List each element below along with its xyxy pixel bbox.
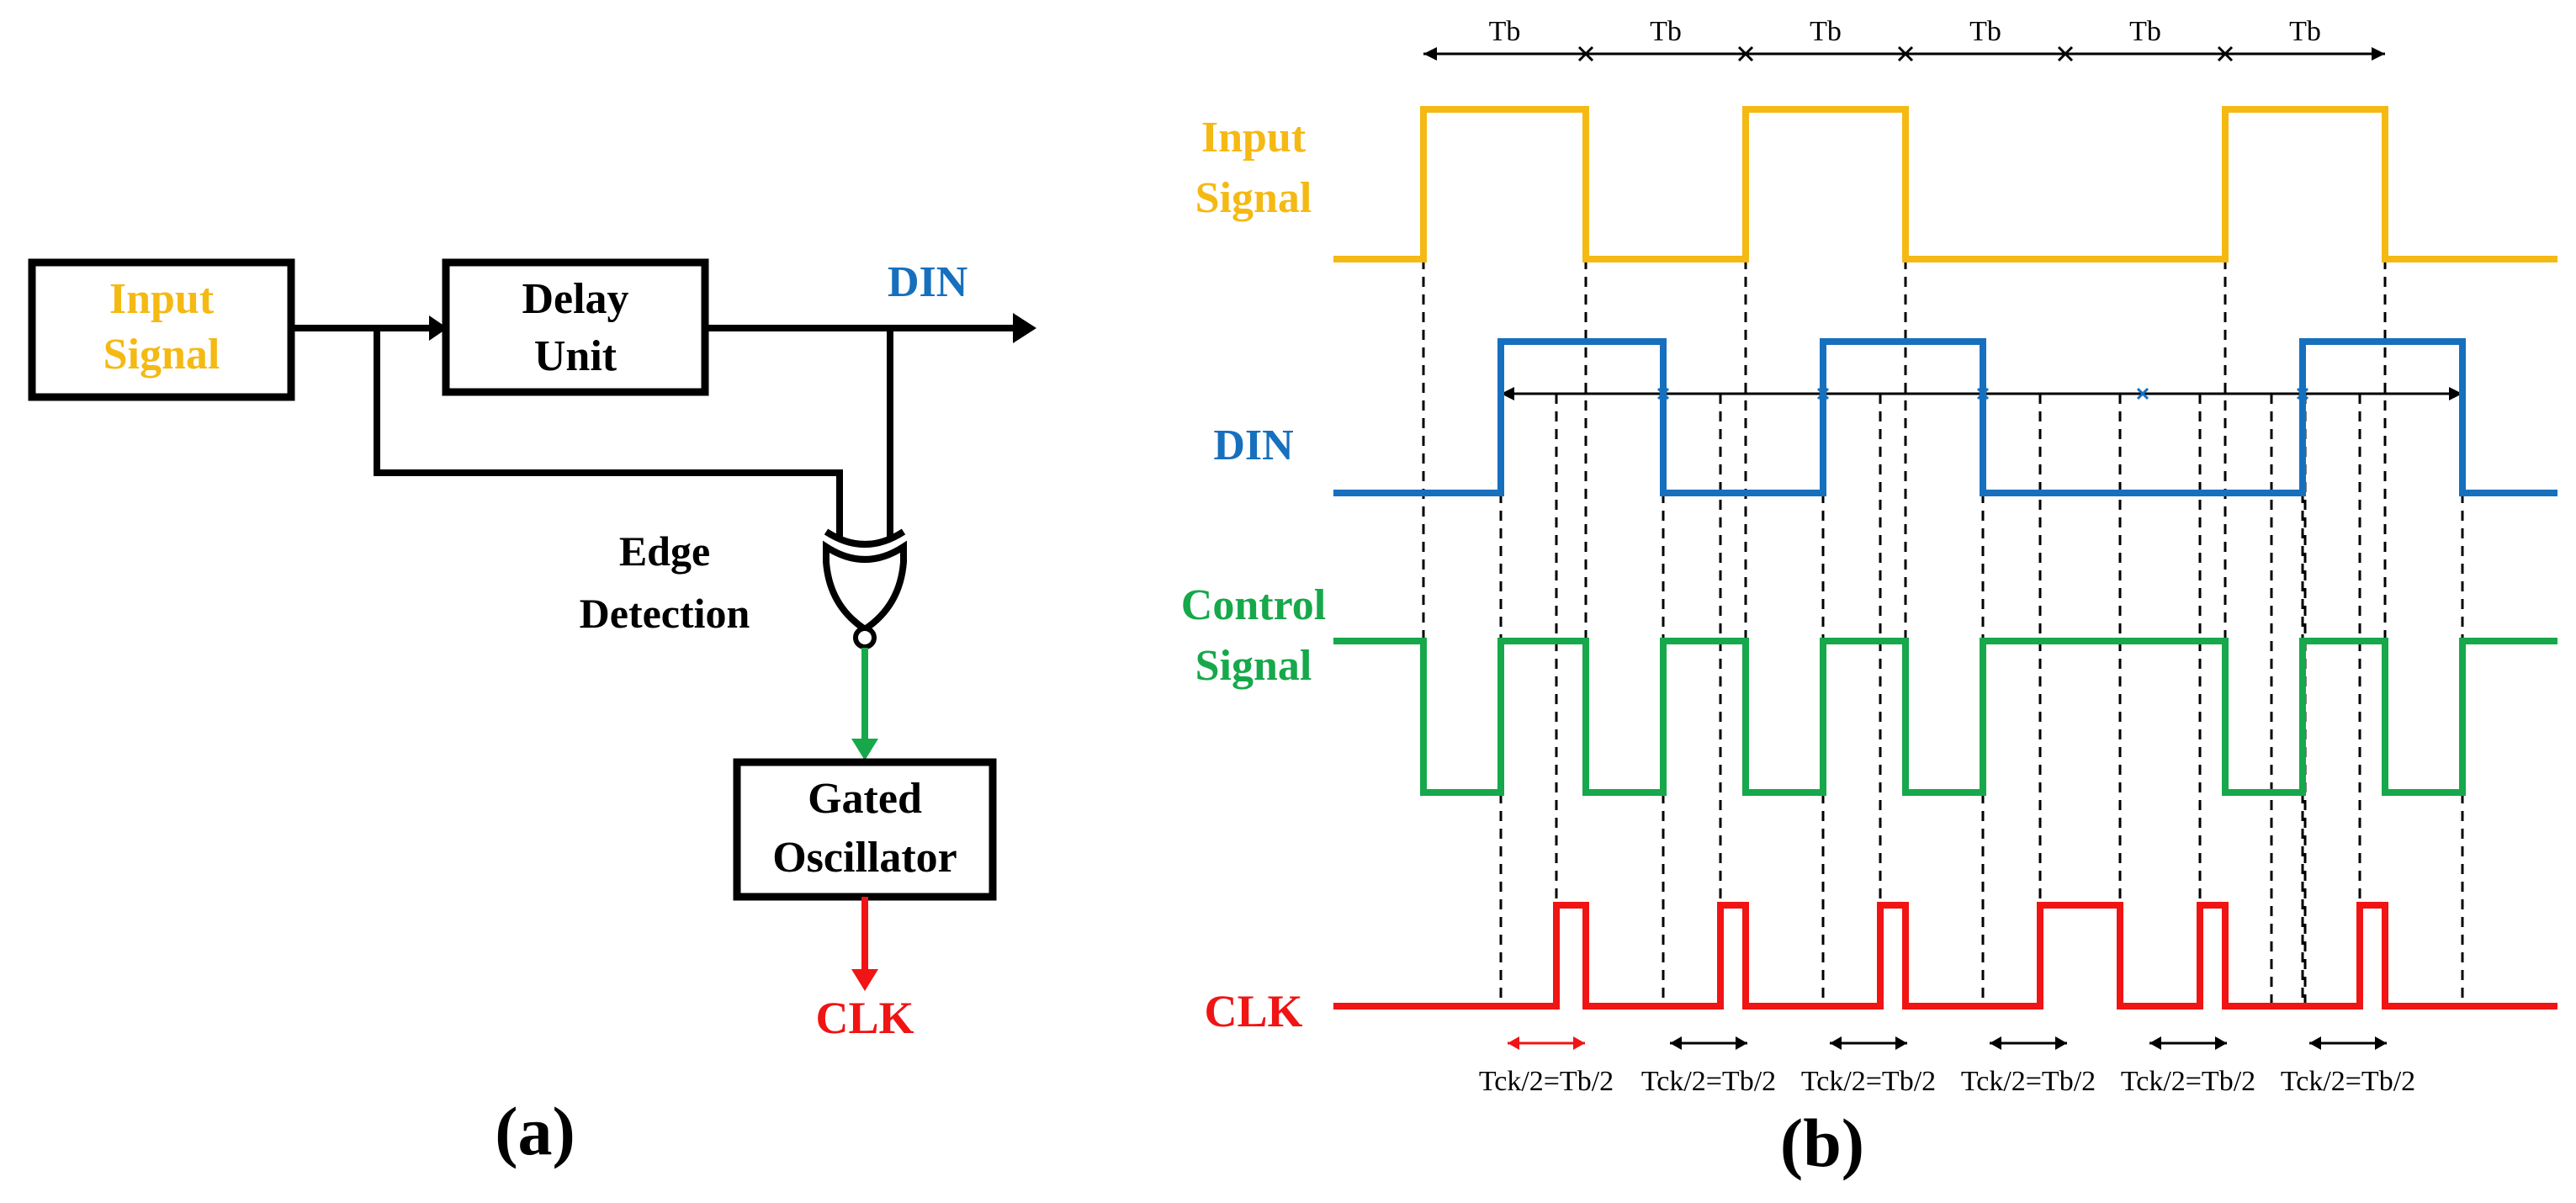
tck-label: Tck/2=Tb/2 <box>2121 1066 2255 1097</box>
input-signal-box-label-1: Input <box>109 275 215 323</box>
arrow-into-delay <box>429 315 448 341</box>
delay-unit-label-2: Unit <box>534 332 617 380</box>
tb-label: Tb <box>1650 16 1682 47</box>
dashed-guide-lines <box>1422 259 2464 1006</box>
caption-b: (b) <box>1780 1105 1864 1181</box>
tck-arrowhead-right <box>2215 1036 2227 1050</box>
din-waveform <box>1333 338 2557 496</box>
din-dim-arrowhead-right <box>2449 387 2462 400</box>
tb-tick-mark <box>2057 45 2074 62</box>
tck-arrowhead-left <box>1508 1036 1519 1050</box>
tck-arrowhead-right <box>1895 1036 1907 1050</box>
tck-arrowhead-left <box>2149 1036 2161 1050</box>
din-dim-arrowhead-left <box>1501 387 1514 400</box>
tb-label: Tb <box>1969 16 2001 47</box>
tb-tick-mark <box>2217 45 2234 62</box>
tck-label: Tck/2=Tb/2 <box>2281 1066 2415 1097</box>
tck-label: Tck/2=Tb/2 <box>1641 1066 1776 1097</box>
clk-label-b: CLK <box>1204 986 1302 1036</box>
clk-waveform <box>1333 902 2557 1010</box>
tb-tick-mark <box>1737 45 1754 62</box>
tb-label: Tb <box>2129 16 2161 47</box>
tb-tick-mark <box>1897 45 1914 62</box>
control-signal-label-1: Control <box>1181 581 1326 629</box>
control-signal-label-2: Signal <box>1195 642 1312 690</box>
tb-dimension-row: Tb Tb Tb Tb Tb Tb <box>1423 16 2385 62</box>
tck-arrowhead-left <box>1670 1036 1682 1050</box>
arrow-clk-out <box>851 969 878 991</box>
input-signal-label-b-2: Signal <box>1195 174 1312 222</box>
tb-tick-mark <box>1577 45 1594 62</box>
input-signal-waveform <box>1333 106 2557 262</box>
tck-arrowhead-right <box>1573 1036 1585 1050</box>
tck-arrowhead-left <box>1830 1036 1842 1050</box>
tb-label: Tb <box>2289 16 2321 47</box>
edge-detection-label-1: Edge <box>619 527 710 575</box>
delay-unit-label-1: Delay <box>522 275 628 323</box>
clk-label-a: CLK <box>815 993 914 1043</box>
tck-arrowhead-left <box>1990 1036 2001 1050</box>
arrow-into-oscillator <box>851 739 878 760</box>
xnor-gate <box>823 528 907 649</box>
din-label-a: DIN <box>888 258 967 306</box>
oscillator-label-1: Gated <box>808 775 922 823</box>
tck-arrowhead-right <box>1736 1036 1747 1050</box>
tck-label: Tck/2=Tb/2 <box>1801 1066 1936 1097</box>
input-signal-box-label-2: Signal <box>103 331 220 379</box>
arrow-din-out <box>1013 313 1036 343</box>
edge-detection-label-2: Detection <box>580 590 750 637</box>
tck-label: Tck/2=Tb/2 <box>1961 1066 2096 1097</box>
control-signal-waveform <box>1333 638 2557 796</box>
tb-arrowhead-right <box>2372 47 2385 61</box>
din-label-b: DIN <box>1213 421 1293 469</box>
tb-arrowhead-left <box>1423 47 1437 61</box>
din-dim-tick-mark <box>2136 387 2149 400</box>
panel-a-block-diagram: Input Signal Delay Unit DIN Edge Detecti… <box>28 258 1036 1169</box>
tck-arrowhead-right <box>2375 1036 2387 1050</box>
tck-arrowhead-right <box>2055 1036 2067 1050</box>
tck-arrowhead-left <box>2309 1036 2321 1050</box>
oscillator-label-2: Oscillator <box>772 834 957 882</box>
input-signal-label-b-1: Input <box>1201 114 1307 162</box>
tb-label: Tb <box>1810 16 1842 47</box>
tck-dimension-row: Tck/2=Tb/2 Tck/2=Tb/2 Tck/2=Tb/2 Tck/2=Tb/2… <box>1479 1036 2415 1097</box>
caption-a: (a) <box>495 1093 575 1169</box>
tck-label: Tck/2=Tb/2 <box>1479 1066 1614 1097</box>
wire-input-branch <box>374 328 843 538</box>
tb-label: Tb <box>1489 16 1521 47</box>
